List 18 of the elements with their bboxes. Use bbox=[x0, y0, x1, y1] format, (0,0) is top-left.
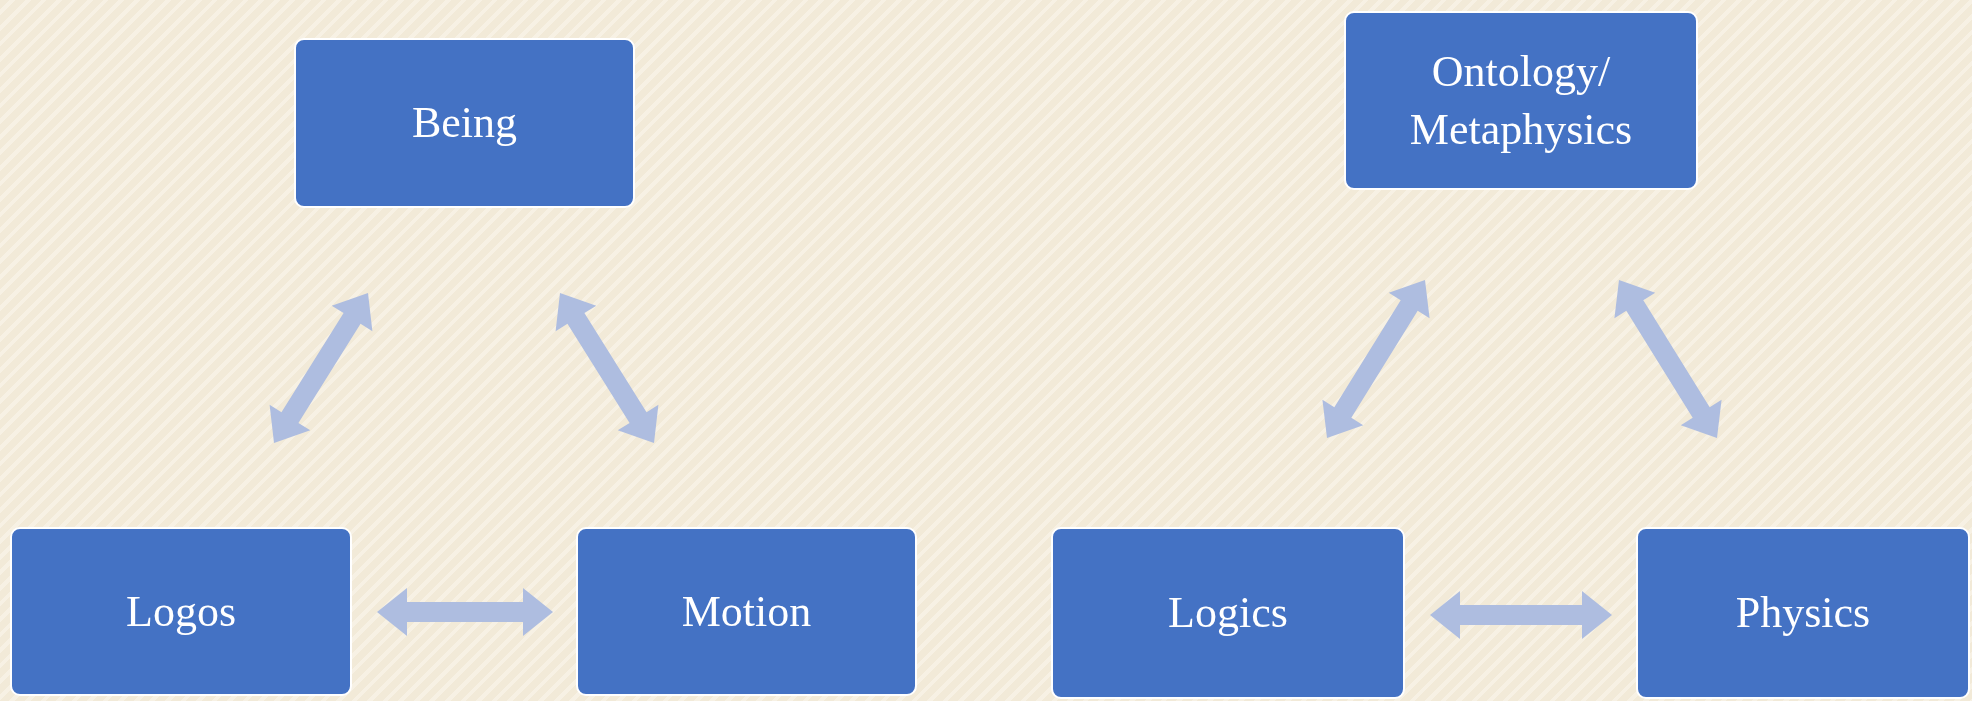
box-label: Logos bbox=[125, 585, 237, 638]
box-label: Ontology/ Metaphysics bbox=[1408, 46, 1634, 156]
process-box bbox=[294, 38, 635, 208]
double-arrow bbox=[1614, 280, 1722, 438]
process-box bbox=[1344, 11, 1698, 190]
process-box bbox=[576, 527, 917, 696]
process-box bbox=[1636, 527, 1970, 699]
box-label: Being bbox=[410, 97, 519, 150]
double-arrow bbox=[555, 293, 659, 443]
double-arrow bbox=[269, 293, 373, 443]
double-arrow bbox=[1430, 591, 1612, 639]
process-box bbox=[1051, 527, 1405, 699]
box-label: Physics bbox=[1734, 587, 1872, 640]
process-box bbox=[10, 527, 352, 696]
box-label: Motion bbox=[680, 585, 813, 638]
double-arrow bbox=[377, 588, 553, 636]
box-label: Logics bbox=[1167, 587, 1289, 640]
double-arrow bbox=[1322, 280, 1430, 438]
